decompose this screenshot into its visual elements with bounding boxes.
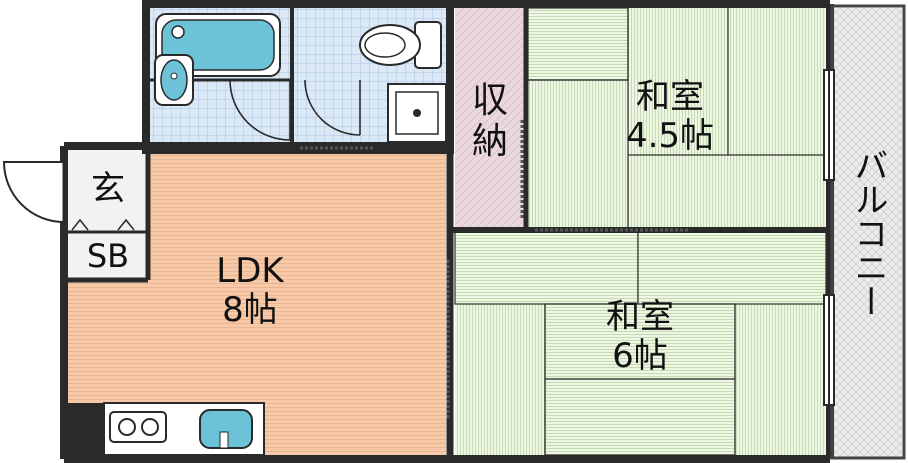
shoebox-floor bbox=[68, 232, 148, 280]
washitsu-small-name: 和室 bbox=[636, 77, 704, 117]
toilet-icon bbox=[359, 21, 442, 69]
sliding-doors bbox=[300, 120, 690, 420]
storage-char-2: 納 bbox=[471, 121, 508, 163]
sink-icon bbox=[199, 409, 253, 449]
entrance-step bbox=[71, 218, 135, 231]
sink-icon bbox=[154, 54, 194, 106]
entrance-label: 玄 bbox=[91, 169, 125, 209]
balcony-label: バルコニー bbox=[848, 148, 888, 318]
ldk-name: LDK bbox=[216, 251, 284, 291]
door-swing-icon[interactable] bbox=[2, 161, 66, 223]
shoebox-label: SB bbox=[86, 237, 130, 275]
storage-label: 収 納 bbox=[462, 80, 518, 163]
washitsu-small-label: 和室 4.5帖 bbox=[600, 77, 740, 157]
balcony-windows bbox=[823, 69, 835, 406]
balcony-rail bbox=[830, 4, 906, 460]
washer-pan-icon bbox=[387, 83, 447, 143]
ldk-size: 8帖 bbox=[222, 290, 278, 331]
door-swing-icon[interactable] bbox=[229, 79, 361, 141]
washitsu-large-size: 6帖 bbox=[612, 336, 668, 377]
stove-icon bbox=[109, 411, 167, 443]
ldk-label: LDK 8帖 bbox=[190, 251, 310, 331]
washitsu-large-label: 和室 6帖 bbox=[575, 297, 705, 377]
tatami-seams-large bbox=[454, 231, 827, 456]
washitsu-large-name: 和室 bbox=[606, 297, 674, 337]
storage-char-1: 収 bbox=[471, 80, 508, 121]
storage-floor bbox=[455, 8, 525, 228]
entrance-floor bbox=[68, 150, 148, 232]
washitsu-small-size: 4.5帖 bbox=[625, 116, 715, 157]
tatami-seams-small bbox=[527, 7, 826, 228]
balcony-floor bbox=[832, 8, 902, 458]
